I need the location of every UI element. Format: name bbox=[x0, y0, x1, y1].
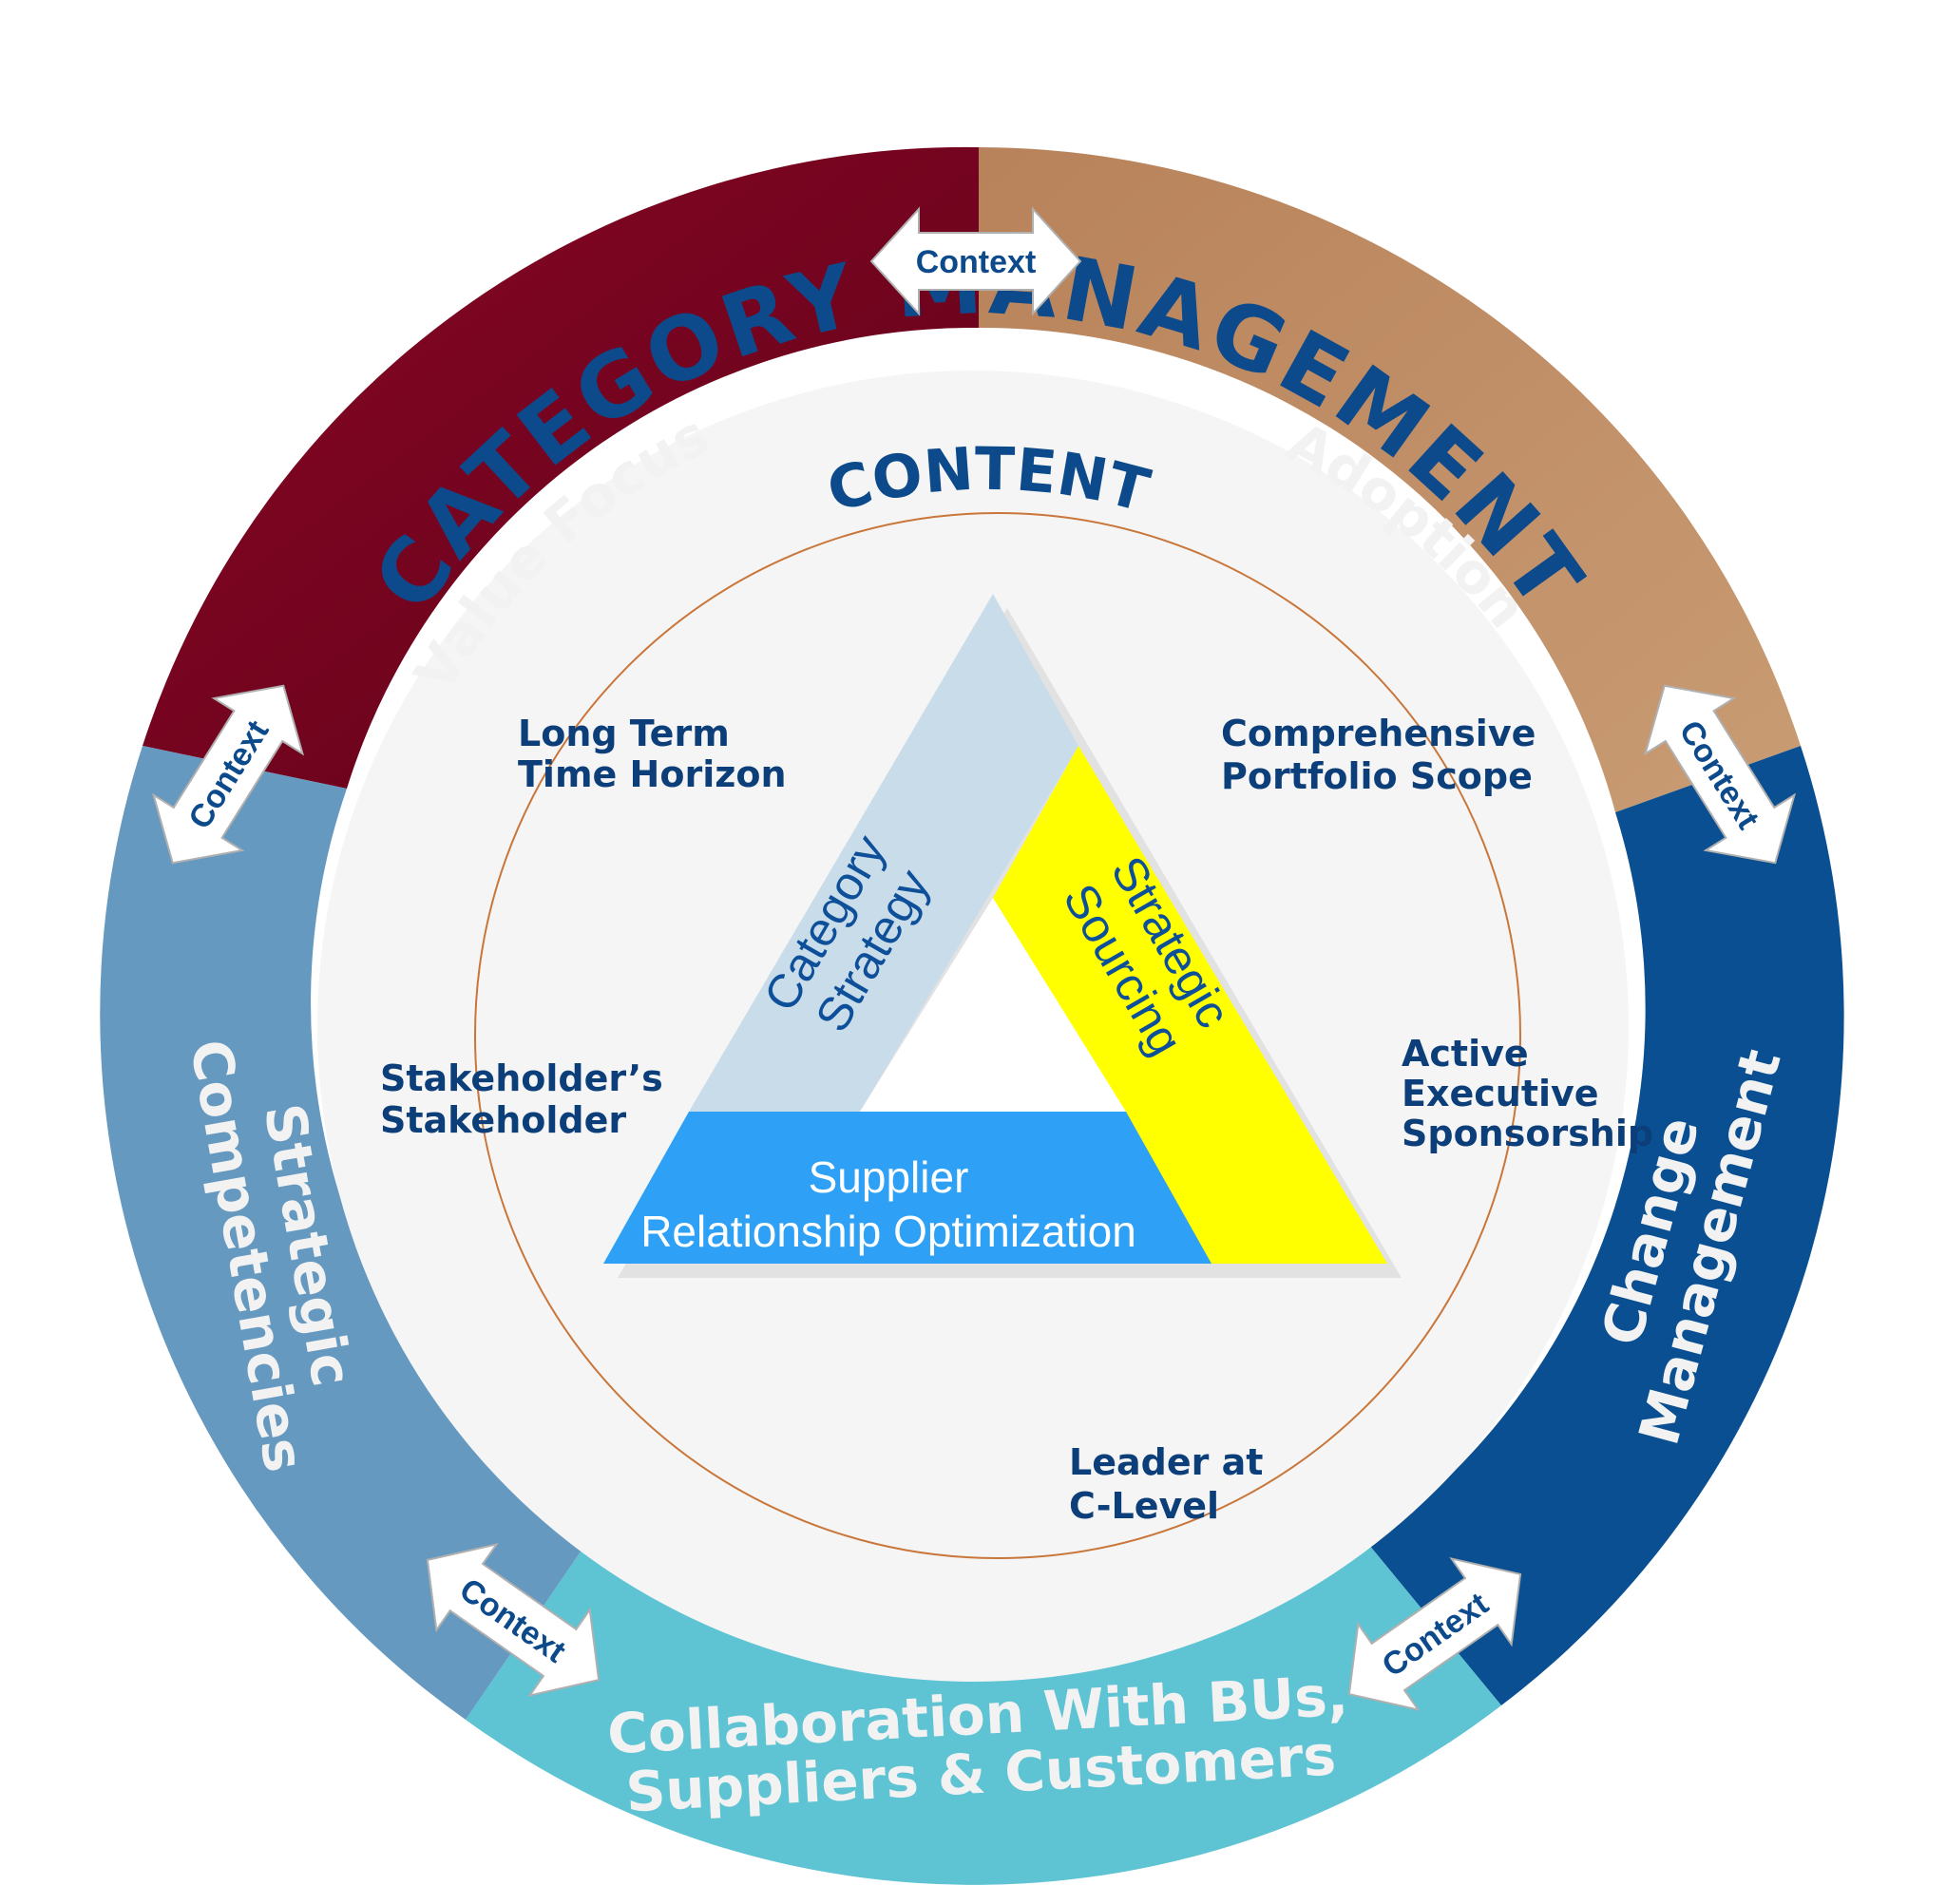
triangle-strategic-sourcing bbox=[993, 746, 1387, 1264]
context-arrow-right-top: Context bbox=[1643, 684, 1797, 865]
segment-adoption bbox=[979, 147, 1801, 812]
svg-text:Stakeholder: Stakeholder bbox=[380, 1099, 626, 1141]
segment-change-management bbox=[1368, 746, 1844, 1705]
triangle-category-strategy bbox=[689, 594, 1078, 1112]
svg-text:Portfolio Scope: Portfolio Scope bbox=[1221, 755, 1533, 797]
svg-text:Leader at: Leader at bbox=[1069, 1441, 1263, 1483]
label-long-term: Long Term Time Horizon bbox=[518, 713, 787, 795]
label-comprehensive: Comprehensive Portfolio Scope bbox=[1221, 713, 1536, 797]
svg-text:Relationship Optimization: Relationship Optimization bbox=[640, 1207, 1136, 1256]
segment-strategic-competencies bbox=[100, 746, 589, 1720]
svg-text:Time Horizon: Time Horizon bbox=[518, 753, 787, 795]
inner-orbit bbox=[474, 512, 1521, 1559]
svg-text:Supplier: Supplier bbox=[809, 1152, 969, 1202]
label-stakeholder: Stakeholder’s Stakeholder bbox=[380, 1057, 663, 1141]
triangle-center bbox=[860, 898, 1126, 1112]
segment-value-focus bbox=[143, 146, 979, 790]
svg-text:Sponsorship: Sponsorship bbox=[1402, 1113, 1653, 1154]
label-leader: Leader at C-Level bbox=[1069, 1441, 1263, 1527]
svg-text:C-Level: C-Level bbox=[1069, 1485, 1219, 1527]
svg-text:Context: Context bbox=[916, 244, 1037, 280]
context-arrow-top: Context bbox=[869, 206, 1082, 316]
svg-text:Comprehensive: Comprehensive bbox=[1221, 713, 1536, 754]
label-active-exec: Active Executive Sponsorship bbox=[1402, 1033, 1653, 1154]
label-supplier-rel: Supplier Relationship Optimization bbox=[640, 1152, 1136, 1256]
svg-text:Active: Active bbox=[1402, 1033, 1529, 1075]
svg-text:Stakeholder’s: Stakeholder’s bbox=[380, 1057, 663, 1099]
content-triangle bbox=[603, 594, 1402, 1278]
svg-text:Long Term: Long Term bbox=[518, 713, 730, 754]
svg-text:Executive: Executive bbox=[1402, 1073, 1599, 1114]
triangle-supplier-rel bbox=[603, 1112, 1211, 1264]
